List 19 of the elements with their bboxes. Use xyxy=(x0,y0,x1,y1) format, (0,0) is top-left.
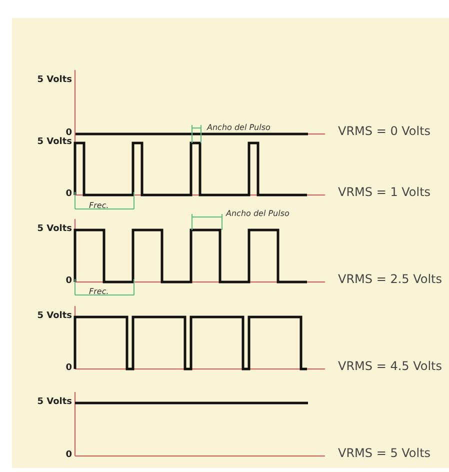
axis-label: 0 xyxy=(66,451,72,460)
axis-label: 5 Volts xyxy=(37,138,72,147)
period-label: Frec. xyxy=(89,202,109,210)
vrms-value-label: VRMS = 4.5 Volts xyxy=(338,360,442,372)
vrms-value-label: VRMS = 2.5 Volts xyxy=(338,273,442,285)
axis-label: 0 xyxy=(66,277,72,286)
vrms-value-label: VRMS = 5 Volts xyxy=(338,447,431,459)
axis-label: 5 Volts xyxy=(37,225,72,234)
pulse-width-label: Ancho del Pulso xyxy=(207,124,270,132)
axis-label: 0 xyxy=(66,129,72,138)
axis-label: 0 xyxy=(66,190,72,199)
axis-label: 5 Volts xyxy=(37,312,72,321)
vrms-value-label: VRMS = 1 Volts xyxy=(338,186,431,198)
period-label: Frec. xyxy=(89,288,109,296)
axis-label: 5 Volts xyxy=(37,76,72,85)
vrms-value-label: VRMS = 0 Volts xyxy=(338,125,431,137)
pulse-width-label: Ancho del Pulso xyxy=(226,210,290,218)
axis-label: 5 Volts xyxy=(37,398,72,407)
axis-label: 0 xyxy=(66,364,72,373)
